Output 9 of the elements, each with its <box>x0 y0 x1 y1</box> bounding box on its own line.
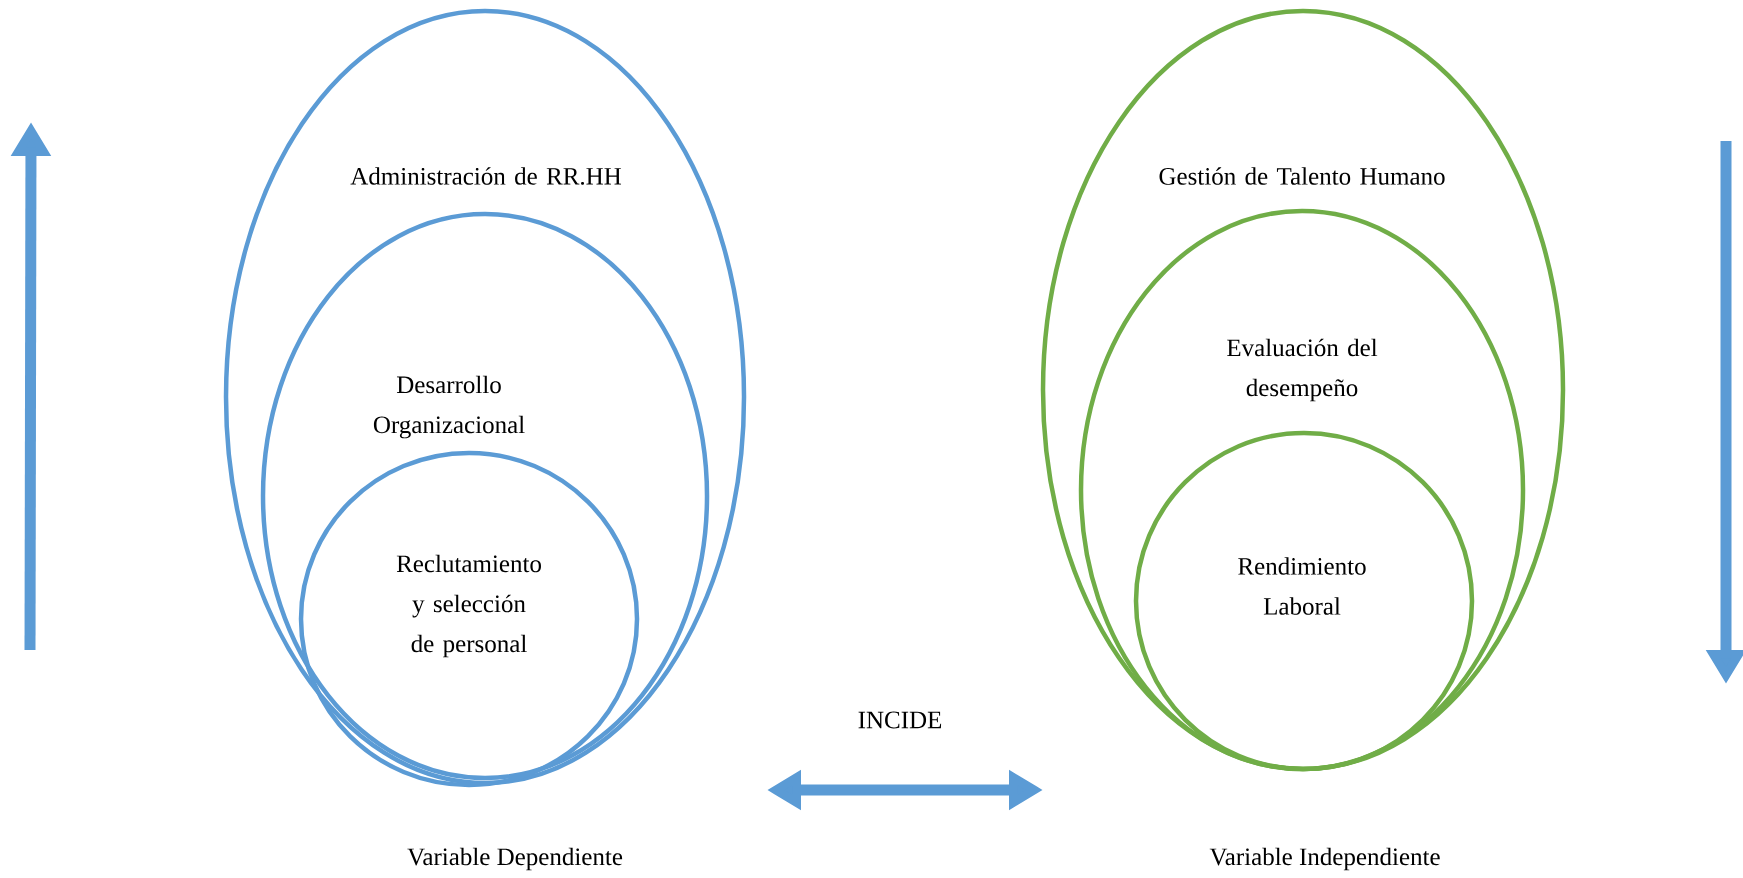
ellipse-label: Reclutamiento y selección de personal <box>396 554 541 658</box>
label: INCIDE <box>858 711 942 729</box>
label: Variable Independiente <box>1209 847 1440 871</box>
ellipse-label: Evaluación del desempeño <box>1227 338 1378 402</box>
label: Variable Dependiente <box>407 847 623 871</box>
ellipse-label: Rendimiento Laboral <box>1238 557 1366 615</box>
ellipse-label: Desarrollo Organizacional <box>373 375 525 439</box>
ellipse-label: Administración de RR.HH <box>350 167 621 185</box>
ellipse-label: Gestión de Talento Humano <box>1159 167 1445 185</box>
